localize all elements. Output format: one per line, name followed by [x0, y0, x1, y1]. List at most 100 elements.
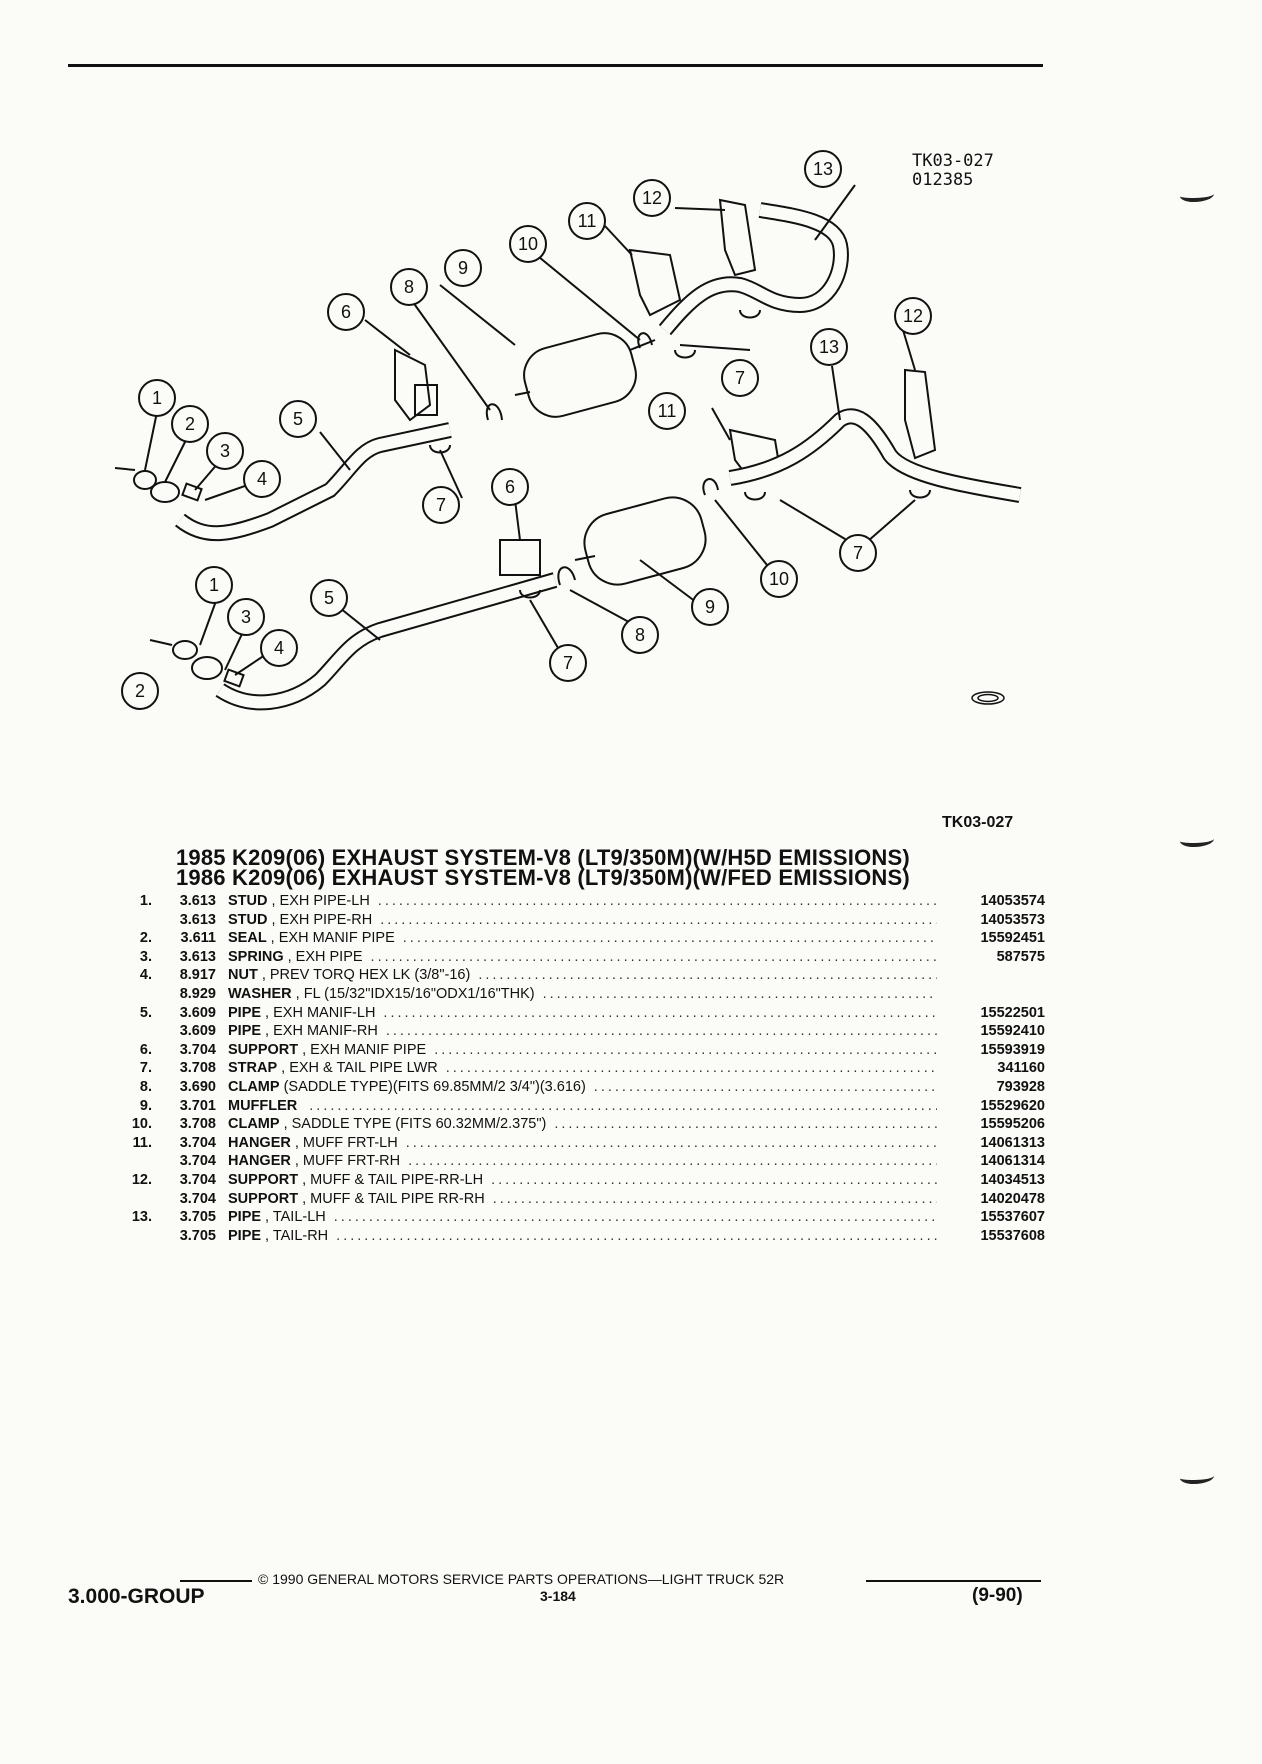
callout-11-lower: 11	[648, 392, 686, 430]
part-number: 15593919	[980, 1041, 1045, 1058]
part-number: 14053573	[980, 911, 1045, 928]
item-number: 10.	[131, 1116, 152, 1133]
item-number: 2.	[139, 930, 152, 947]
svg-text:4: 4	[274, 638, 284, 658]
footer-page-number: 3-184	[540, 1588, 576, 1604]
part-description: PIPE, TAIL-LH	[228, 1209, 945, 1225]
part-name: SUPPORT	[228, 1171, 299, 1188]
dot-leader	[478, 967, 937, 983]
dot-leader	[380, 912, 937, 928]
part-detail: , TAIL-LH	[265, 1209, 326, 1226]
part-description: SUPPORT, MUFF & TAIL PIPE RR-RH	[228, 1191, 945, 1207]
svg-text:7: 7	[735, 368, 745, 388]
item-number: 9.	[139, 1097, 152, 1114]
svg-text:9: 9	[705, 597, 715, 617]
binder-tab-mark	[1180, 833, 1214, 847]
part-detail: , EXH PIPE-LH	[271, 893, 370, 909]
dot-leader	[491, 1172, 937, 1188]
part-description: WASHER, FL (15/32"IDX15/16"ODX1/16"THK)	[228, 986, 945, 1002]
group-number: 3.704	[179, 1190, 216, 1207]
part-number: 15595206	[980, 1116, 1045, 1133]
svg-text:11: 11	[578, 211, 597, 231]
dot-leader	[386, 1023, 937, 1039]
svg-text:5: 5	[324, 588, 334, 608]
callout-6-upper: 6	[327, 293, 365, 331]
svg-text:3: 3	[241, 607, 251, 627]
part-number: 15529620	[980, 1097, 1045, 1114]
part-detail: , MUFF & TAIL PIPE RR-RH	[302, 1190, 485, 1207]
callout-5-lower: 5	[310, 579, 348, 617]
part-detail: , MUFF FRT-RH	[294, 1153, 401, 1170]
group-number: 3.613	[179, 893, 216, 909]
callout-2-lower: 2	[121, 672, 159, 710]
part-name: SPRING	[228, 948, 284, 965]
dot-leader	[336, 1228, 937, 1244]
dot-leader	[543, 986, 937, 1002]
svg-text:11: 11	[658, 401, 677, 421]
footer-group: 3.000-GROUP	[68, 1585, 205, 1608]
callout-5-upper: 5	[279, 400, 317, 438]
part-detail: , FL (15/32"IDX15/16"ODX1/16"THK)	[295, 985, 535, 1002]
part-detail: , EXH MANIF PIPE	[302, 1041, 427, 1058]
item-number: 6.	[139, 1041, 152, 1058]
dot-leader	[434, 1042, 937, 1058]
group-number: 3.705	[179, 1227, 216, 1244]
svg-text:10: 10	[769, 569, 789, 589]
footer-copyright: © 1990 GENERAL MOTORS SERVICE PARTS OPER…	[258, 1571, 785, 1587]
dot-leader	[378, 893, 937, 909]
svg-text:8: 8	[635, 625, 645, 645]
exploded-parts-diagram: 1 2 3 4 5 6 8 9 10 11 12 13 7 7 11 13 12…	[114, 150, 1022, 711]
part-detail: , EXH MANIF-LH	[265, 1004, 376, 1021]
group-number: 3.609	[179, 1023, 216, 1040]
binder-tab-mark	[1180, 188, 1214, 202]
item-number: 7.	[139, 1060, 152, 1077]
group-number: 3.704	[179, 1171, 216, 1188]
part-number: 587575	[996, 948, 1045, 965]
callout-3-upper: 3	[206, 432, 244, 470]
part-number: 15592451	[980, 930, 1045, 947]
item-number: 13.	[131, 1209, 152, 1226]
part-detail: (SADDLE TYPE)(FITS 69.85MM/2 3/4")(3.616…	[283, 1078, 586, 1095]
group-number: 3.609	[179, 1004, 216, 1021]
svg-text:13: 13	[813, 159, 833, 179]
item-number: 8.	[139, 1078, 152, 1095]
part-description: SUPPORT, MUFF & TAIL PIPE-RR-LH	[228, 1172, 945, 1188]
group-number: 3.704	[179, 1041, 216, 1058]
item-number: 3.	[139, 948, 152, 965]
figure-id-line2: 012385	[912, 170, 974, 190]
dot-leader	[309, 1098, 937, 1114]
footer-rule-right	[866, 1580, 1041, 1582]
group-number: 3.611	[180, 930, 217, 947]
callout-1-lower: 1	[195, 566, 233, 604]
part-description: HANGER, MUFF FRT-RH	[228, 1153, 945, 1169]
part-detail: , SADDLE TYPE (FITS 60.32MM/2.375")	[283, 1116, 547, 1133]
dot-leader	[334, 1209, 937, 1225]
title-1985: 1985 K209(06) EXHAUST SYSTEM-V8 (LT9/350…	[176, 845, 910, 870]
figure-ref-code: TK03-027	[942, 814, 1014, 831]
part-name: PIPE	[228, 1209, 262, 1226]
svg-text:1: 1	[152, 388, 162, 408]
dot-leader	[446, 1060, 937, 1076]
item-number: 11.	[132, 1134, 152, 1151]
group-number: 3.701	[179, 1097, 216, 1114]
part-number: 14061313	[980, 1134, 1045, 1151]
group-number: 3.705	[179, 1209, 216, 1226]
part-name: PIPE	[228, 1023, 262, 1040]
part-detail: , PREV TORQ HEX LK (3/8"-16)	[261, 967, 471, 984]
part-description: STRAP, EXH & TAIL PIPE LWR	[228, 1060, 945, 1076]
group-number: 3.613	[179, 911, 216, 928]
callout-12-upper: 12	[633, 179, 671, 217]
svg-text:7: 7	[563, 653, 573, 673]
part-number: 14034513	[980, 1171, 1045, 1188]
